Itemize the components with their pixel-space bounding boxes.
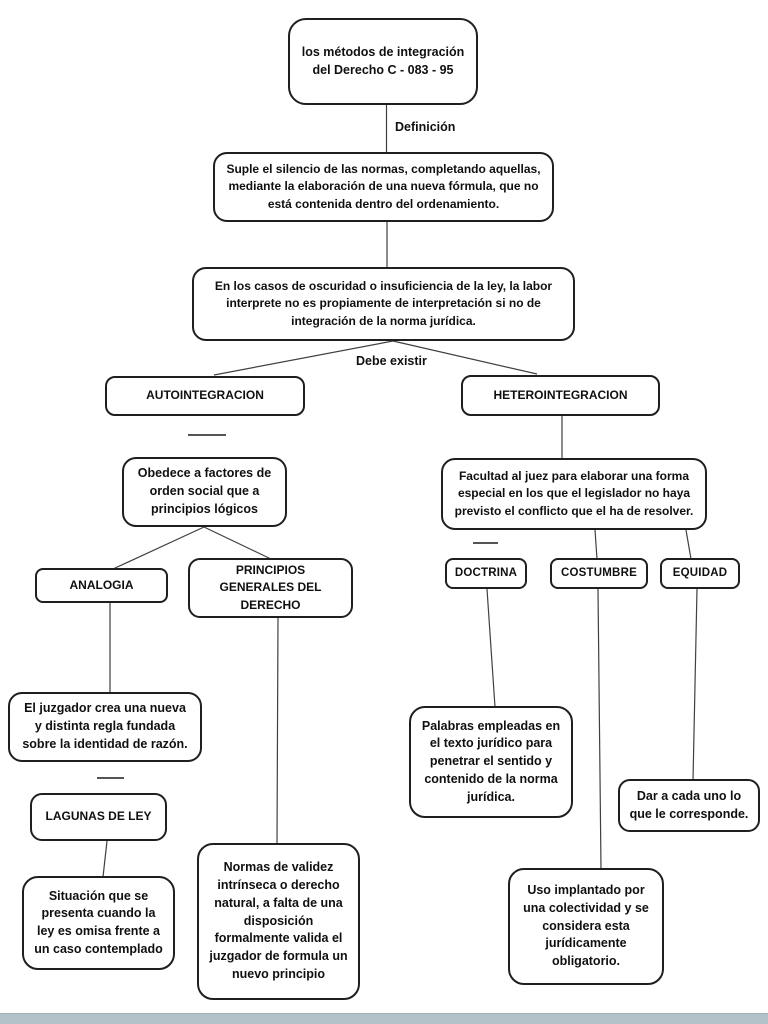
node-autointegracion-title: AUTOINTEGRACION: [146, 388, 264, 403]
node-juzgador: El juzgador crea una nueva y distinta re…: [8, 692, 202, 762]
node-normas-validez: Normas de validez intrínseca o derecho n…: [197, 843, 360, 1000]
node-lagunas-de-ley: LAGUNAS DE LEY: [30, 793, 167, 841]
node-costumbre-title: COSTUMBRE: [561, 567, 637, 580]
node-definicion: Suple el silencio de las normas, complet…: [213, 152, 554, 222]
node-contexto-text: En los casos de oscuridad o insuficienci…: [214, 279, 553, 328]
node-dar-corresponde-text: Dar a cada uno lo que le corresponde.: [629, 788, 749, 821]
node-costumbre: COSTUMBRE: [550, 558, 648, 589]
node-obedece: Obedece a factores de orden social que a…: [122, 457, 287, 527]
node-doctrina: DOCTRINA: [445, 558, 527, 589]
node-principios-generales-title: PRINCIPIOS GENERALES DEL DERECHO: [219, 563, 322, 612]
node-analogia-title: ANALOGIA: [69, 577, 134, 592]
node-uso-implantado-text: Uso implantado por una colectividad y se…: [523, 883, 649, 969]
node-equidad: EQUIDAD: [660, 558, 740, 589]
node-obedece-text: Obedece a factores de orden social que a…: [137, 466, 272, 516]
page-edge-strip: [0, 1013, 768, 1024]
node-root-text: los métodos de integración del Derecho C…: [301, 44, 465, 77]
node-analogia: ANALOGIA: [35, 568, 168, 603]
node-doctrina-title: DOCTRINA: [454, 567, 518, 580]
node-palabras-text: Palabras empleadas en el texto jurídico …: [421, 718, 561, 804]
node-autointegracion: AUTOINTEGRACION: [105, 376, 305, 416]
node-definicion-text: Suple el silencio de las normas, complet…: [226, 162, 541, 211]
node-dar-corresponde: Dar a cada uno lo que le corresponde.: [618, 779, 760, 832]
node-lagunas-de-ley-title: LAGUNAS DE LEY: [45, 809, 152, 824]
node-heterointegracion-title: HETEROINTEGRACION: [493, 387, 628, 402]
edge-label-definicion: Definición: [395, 120, 456, 134]
node-contexto: En los casos de oscuridad o insuficienci…: [192, 267, 575, 341]
node-situacion-text: Situación que se presenta cuando la ley …: [34, 888, 163, 956]
node-equidad-title: EQUIDAD: [672, 567, 728, 580]
node-situacion: Situación que se presenta cuando la ley …: [22, 876, 175, 970]
node-facultad-text: Facultad al juez para elaborar una forma…: [454, 469, 694, 518]
node-principios-generales: PRINCIPIOS GENERALES DEL DERECHO: [188, 558, 353, 618]
node-facultad: Facultad al juez para elaborar una forma…: [441, 458, 707, 530]
node-normas-validez-text: Normas de validez intrínseca o derecho n…: [209, 860, 348, 981]
node-palabras: Palabras empleadas en el texto jurídico …: [409, 706, 573, 818]
node-root: los métodos de integración del Derecho C…: [288, 18, 478, 105]
node-heterointegracion: HETEROINTEGRACION: [461, 375, 660, 416]
node-uso-implantado: Uso implantado por una colectividad y se…: [508, 868, 664, 985]
node-juzgador-text: El juzgador crea una nueva y distinta re…: [22, 701, 188, 751]
edge-label-debe-existir: Debe existir: [356, 354, 427, 368]
